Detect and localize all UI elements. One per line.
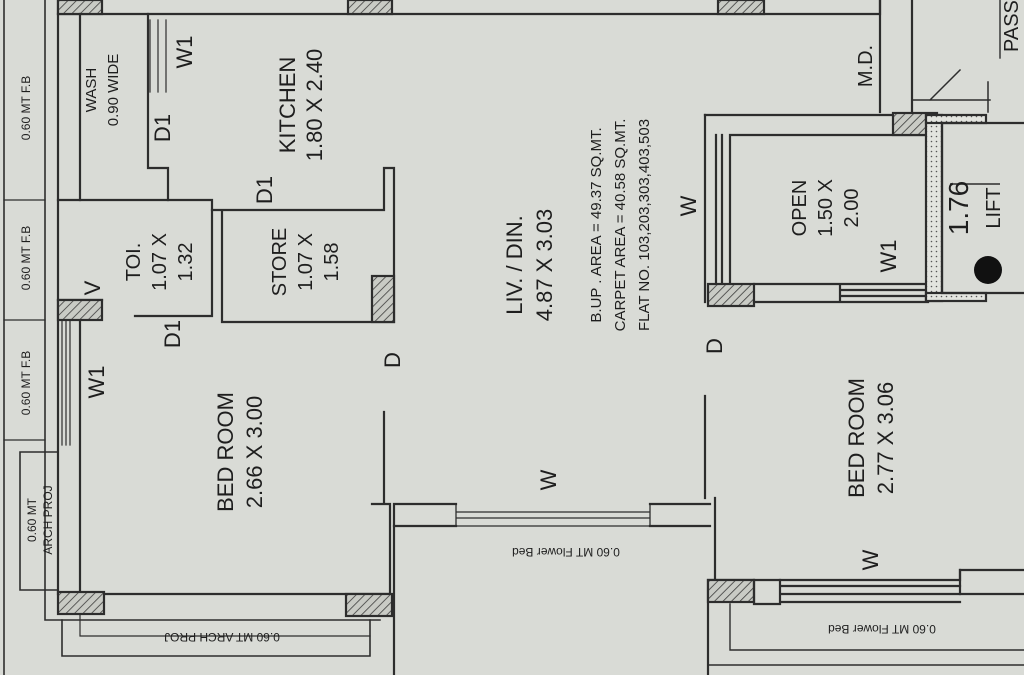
marker-d1-toilet: D1 (160, 320, 185, 348)
arch-proj-bottom-label: 0.60 MT ARCH PROJ (164, 630, 280, 644)
wash-name: WASH (83, 68, 100, 112)
store-size-b: 1.58 (321, 243, 343, 282)
passage-label: PASS (1001, 0, 1023, 52)
bedroom-left-name: BED ROOM (213, 392, 238, 512)
store-size-a: 1.07 X (295, 233, 317, 291)
toilet-size-a: 1.07 X (149, 233, 171, 291)
marker-w1-wash: W1 (172, 36, 197, 69)
marker-w-open: W (676, 195, 701, 216)
marker-d-bedroom-right: D (702, 338, 727, 354)
marker-w1-open: W1 (876, 240, 901, 273)
arch-box-label-a: 0.60 MT (25, 497, 39, 542)
carpet-area: CARPET AREA = 40.58 SQ.MT. (612, 119, 629, 332)
lift-indicator (974, 256, 1002, 284)
builtup-area: B.UP . AREA = 49.37 SQ.MT. (588, 127, 605, 322)
main-door-label: M.D. (855, 45, 877, 87)
toilet-name: TOI. (123, 243, 145, 282)
marker-v-toilet: V (80, 280, 105, 295)
fb-label-3: 0.60 MT F.B (19, 351, 33, 415)
marker-w-bedroom-right: W (858, 549, 883, 570)
plan-linework (3, 0, 1024, 675)
lift-symbol (950, 183, 1002, 284)
flower-bed-label-2: 0.60 MT Flower Bed (828, 622, 936, 636)
fb-label-1: 0.60 MT F.B (19, 76, 33, 140)
marker-d1-kitchen: D1 (252, 176, 277, 204)
bedroom-left-size: 2.66 X 3.00 (242, 396, 267, 509)
bedroom-right-size: 2.77 X 3.06 (873, 382, 898, 495)
toilet-size-b: 1.32 (175, 243, 197, 282)
open-size-b: 2.00 (841, 189, 863, 228)
fb-label-2: 0.60 MT F.B (19, 226, 33, 290)
living-size: 4.87 X 3.03 (532, 209, 557, 322)
wash-size: 0.90 WIDE (105, 54, 122, 127)
kitchen-size: 1.80 X 2.40 (302, 49, 327, 162)
marker-w1-bedroom-left: W1 (84, 366, 109, 399)
kitchen-name: KITCHEN (275, 57, 300, 154)
marker-d1-wash: D1 (150, 114, 175, 142)
lift-name: LIFT (983, 187, 1005, 228)
bedroom-right-name: BED ROOM (844, 378, 869, 498)
marker-d-bedroom-left: D (380, 352, 405, 368)
flower-bed-label-1: 0.60 MT Flower Bed (512, 545, 620, 559)
living-name: LIV. / DIN. (502, 215, 527, 314)
open-name: OPEN (789, 180, 811, 237)
open-size-a: 1.50 X (815, 179, 837, 237)
store-name: STORE (269, 228, 291, 297)
marker-w-living: W (536, 469, 561, 490)
arch-box-label-b: ARCH PROJ (41, 485, 55, 554)
flat-numbers: FLAT NO. 103,203,303,403,503 (636, 119, 653, 331)
lift-dimension: 1.76 (943, 181, 974, 236)
